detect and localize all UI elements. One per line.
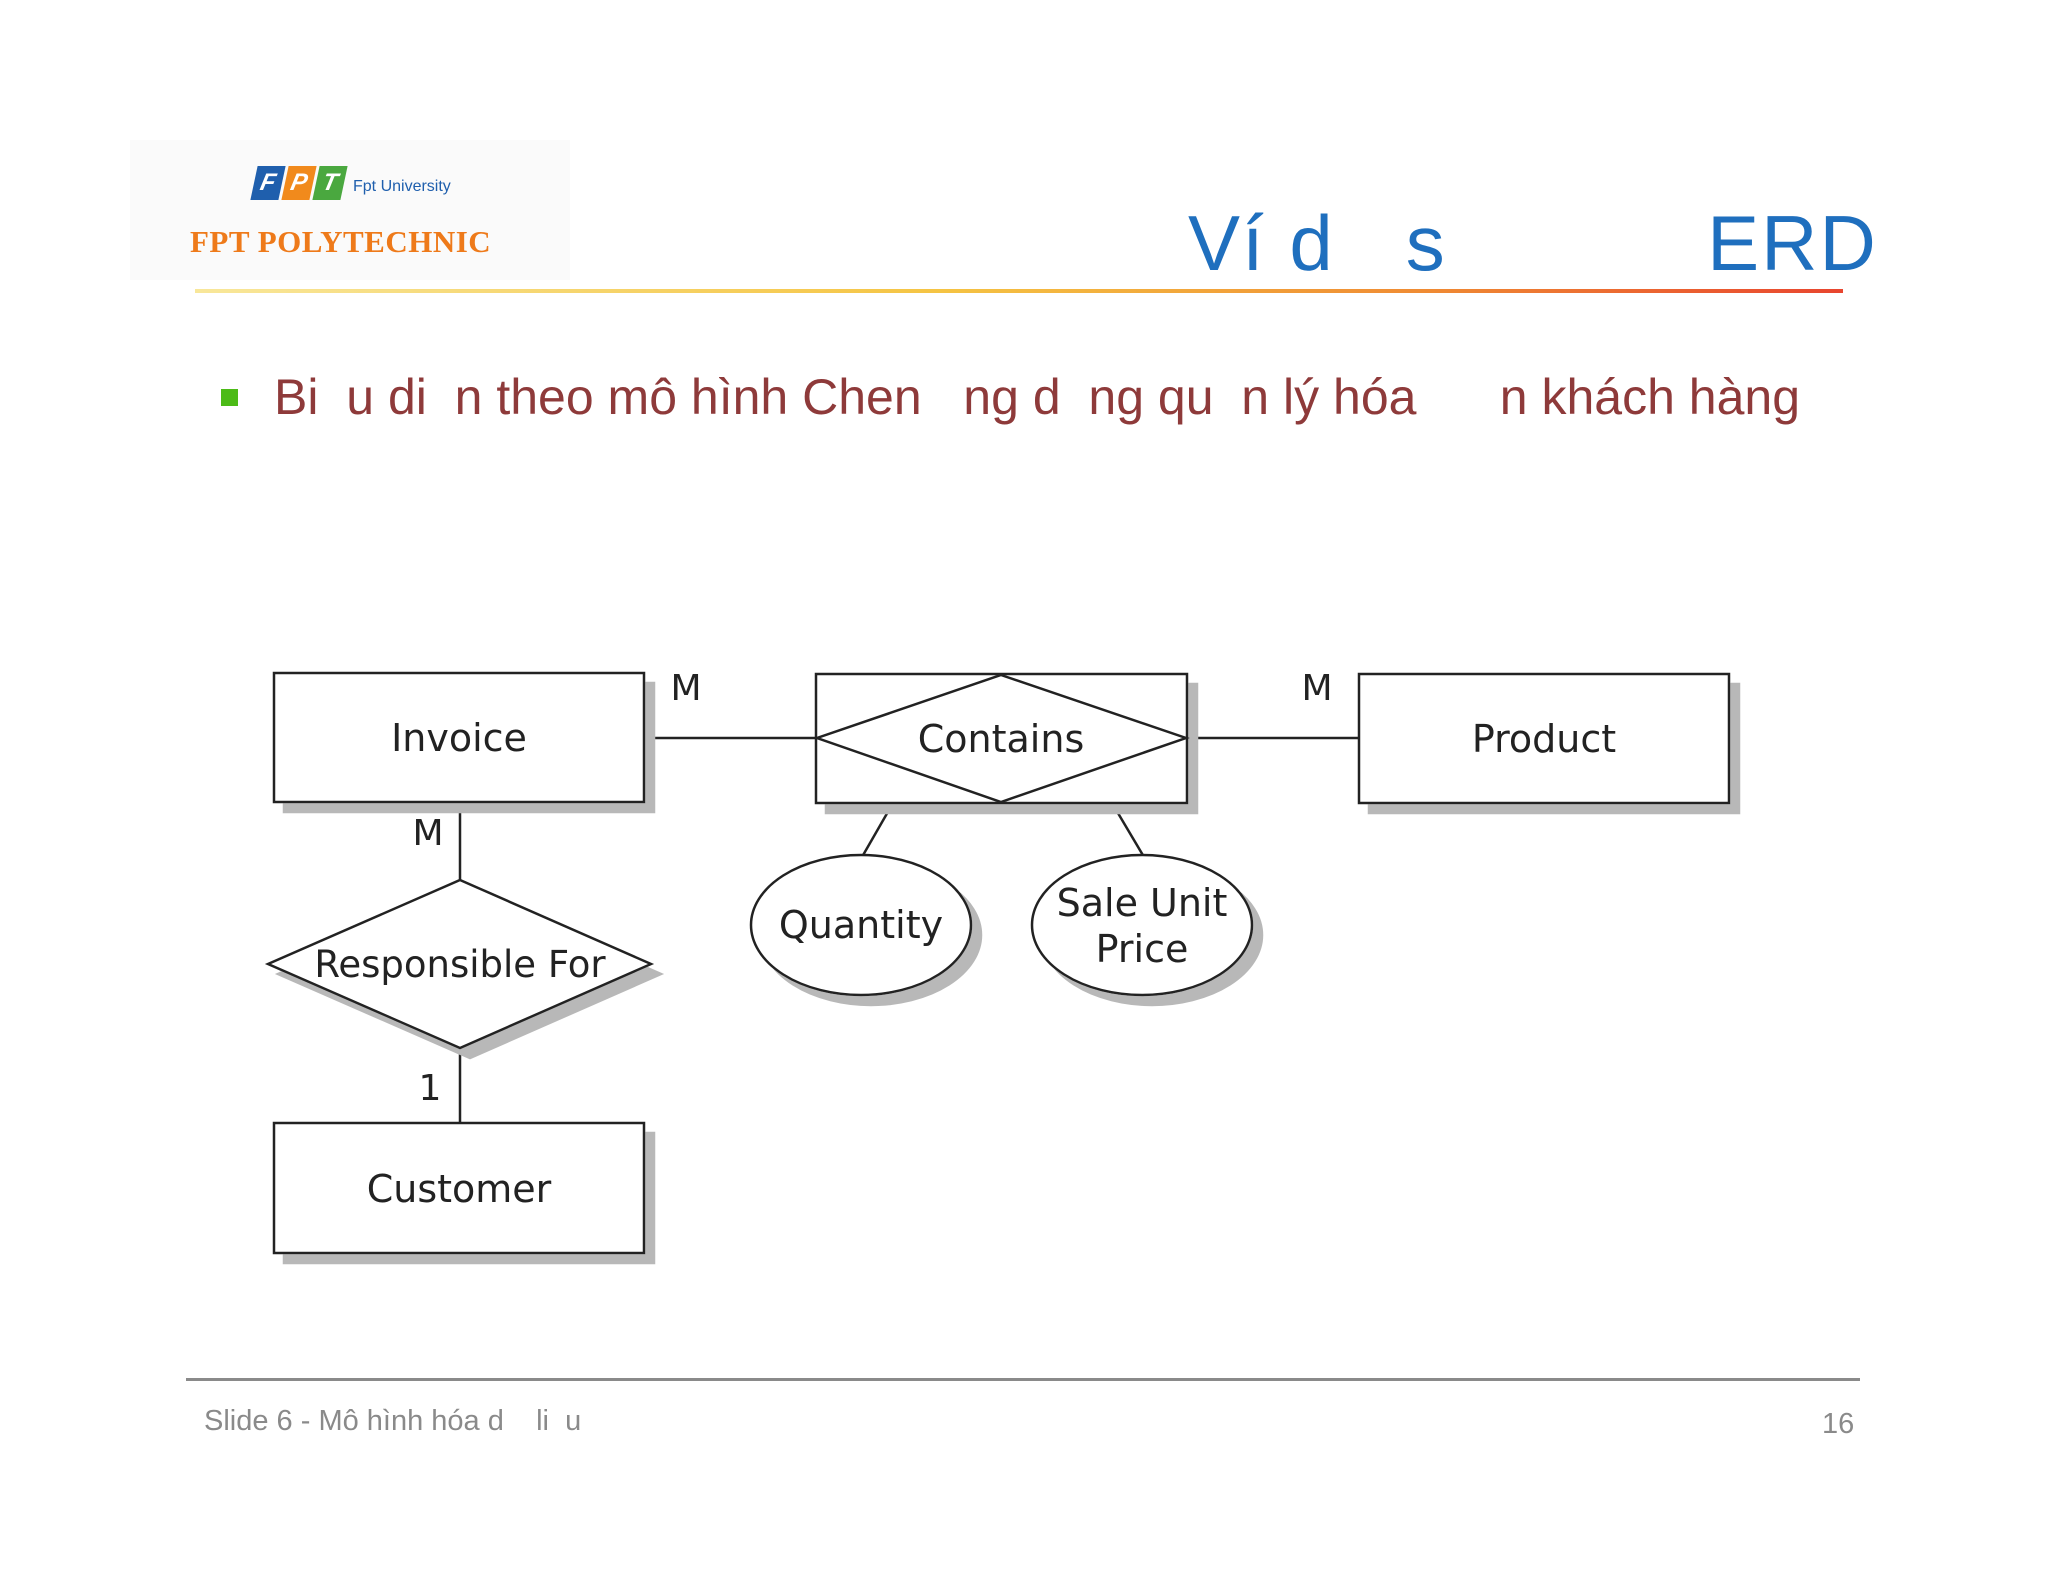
slide-title: Ví d s ERD (1188, 199, 1878, 287)
bullet-square-icon (221, 389, 238, 406)
page-number: 16 (1822, 1408, 1855, 1440)
bullet-text: Bi u di n theo mô hình Chen ng d ng qu n… (274, 369, 1801, 425)
brand-name: FPT POLYTECHNIC (190, 224, 492, 259)
entity-invoice: Invoice (272, 671, 646, 804)
entity-product-label: Product (1472, 717, 1616, 761)
cardinality-responsible-customer: 1 (419, 1068, 442, 1109)
attribute-sale-unit-price: Sale Unit Price (1030, 853, 1254, 997)
attribute-sale-unit-price-label-2: Price (1096, 927, 1189, 971)
entity-customer-label: Customer (367, 1167, 552, 1211)
relationship-contains-label: Contains (918, 717, 1085, 761)
logo-area (130, 140, 570, 280)
footer-slide-label: Slide 6 - Mô hình hóa d li u (204, 1405, 582, 1437)
line-contains-price (1110, 802, 1146, 858)
attribute-quantity-label: Quantity (779, 903, 943, 947)
entity-product: Product (1357, 672, 1731, 805)
cardinality-contains-product: M (1301, 668, 1332, 709)
entity-customer: Customer (272, 1121, 646, 1255)
attribute-quantity: Quantity (749, 853, 973, 997)
title-divider (195, 289, 1843, 293)
attribute-sale-unit-price-label-1: Sale Unit (1057, 881, 1228, 925)
line-contains-quantity (860, 802, 895, 858)
relationship-responsible-for-label: Responsible For (314, 943, 606, 986)
connector-lines (458, 736, 1359, 1123)
footer-divider (186, 1378, 1860, 1381)
entity-invoice-label: Invoice (391, 716, 527, 760)
relationship-contains: Contains (813, 672, 1190, 805)
cardinality-invoice-contains: M (670, 668, 701, 709)
university-name: Fpt University (353, 178, 451, 195)
relationship-responsible-for: Responsible For (264, 878, 655, 1050)
cardinality-invoice-responsible: M (412, 813, 443, 854)
